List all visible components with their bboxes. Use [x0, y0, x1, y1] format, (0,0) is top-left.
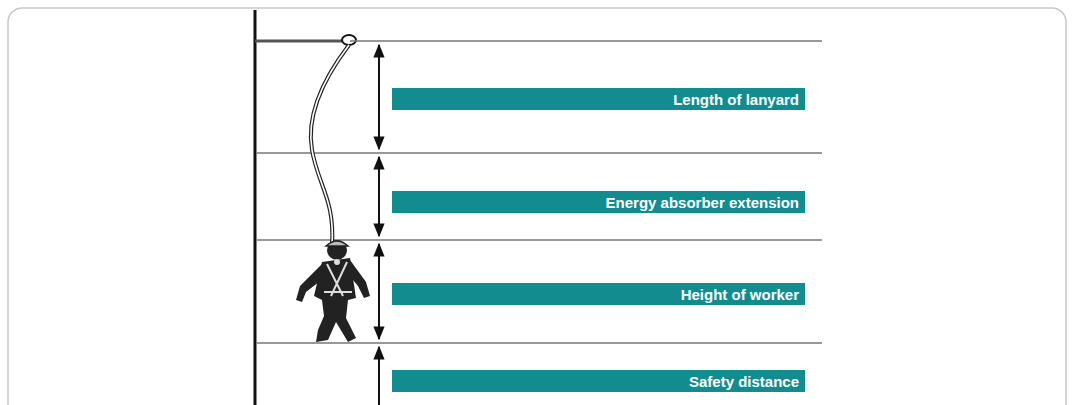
anchor-ring — [342, 35, 356, 45]
lanyard — [311, 45, 349, 245]
label-bar: Safety distance — [392, 370, 805, 392]
label-bar: Energy absorber extension — [392, 191, 805, 213]
dimension-arrows — [378, 45, 380, 405]
level-lines — [257, 41, 822, 343]
dimension-label: Height of worker — [681, 286, 799, 303]
worker-figure — [296, 240, 370, 342]
dimension-label: Safety distance — [689, 373, 799, 390]
anchor-bar — [255, 40, 342, 43]
lanyard-core — [311, 45, 349, 245]
dimension-label: Energy absorber extension — [606, 194, 799, 211]
label-bar: Height of worker — [392, 283, 805, 305]
frame — [8, 8, 1066, 405]
label-bar: Length of lanyard — [392, 88, 805, 110]
pole — [254, 10, 257, 405]
dimension-label: Length of lanyard — [673, 91, 799, 108]
